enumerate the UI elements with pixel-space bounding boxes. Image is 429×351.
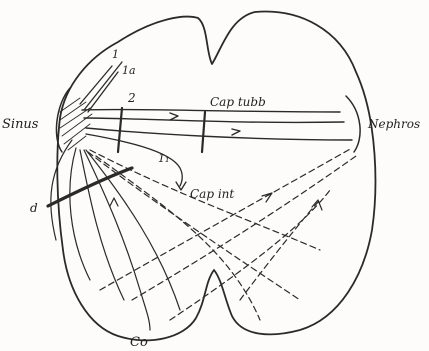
- label-co: Co: [130, 335, 148, 350]
- bar-1a: [80, 62, 122, 112]
- bar-cap-tubb: [202, 112, 205, 152]
- label-1: 1: [112, 48, 119, 61]
- label-cap-int: Cap int: [190, 187, 234, 201]
- crossing-dashed-fibres: [88, 148, 356, 320]
- label-2: 2: [127, 91, 136, 105]
- bar-d: [48, 168, 132, 206]
- right-hilum: [346, 96, 360, 152]
- tract-middle: [84, 118, 344, 122]
- label-d: d: [30, 201, 38, 215]
- descending-fibres: [51, 140, 180, 330]
- tract-arrow-2: [232, 129, 240, 135]
- label-cap-tubb: Cap tubb: [210, 95, 266, 109]
- label-right: Nephros: [367, 117, 420, 131]
- tract-lower: [86, 128, 352, 140]
- label-left: Sinus: [2, 117, 39, 132]
- bar-2: [118, 108, 122, 152]
- dashed-arrow-1: [262, 193, 272, 202]
- label-1a: 1a: [122, 64, 136, 77]
- fibre-arrow-up: [110, 198, 118, 206]
- label-1-sub: 1₁: [158, 152, 169, 165]
- tract-arrow-1: [170, 113, 178, 120]
